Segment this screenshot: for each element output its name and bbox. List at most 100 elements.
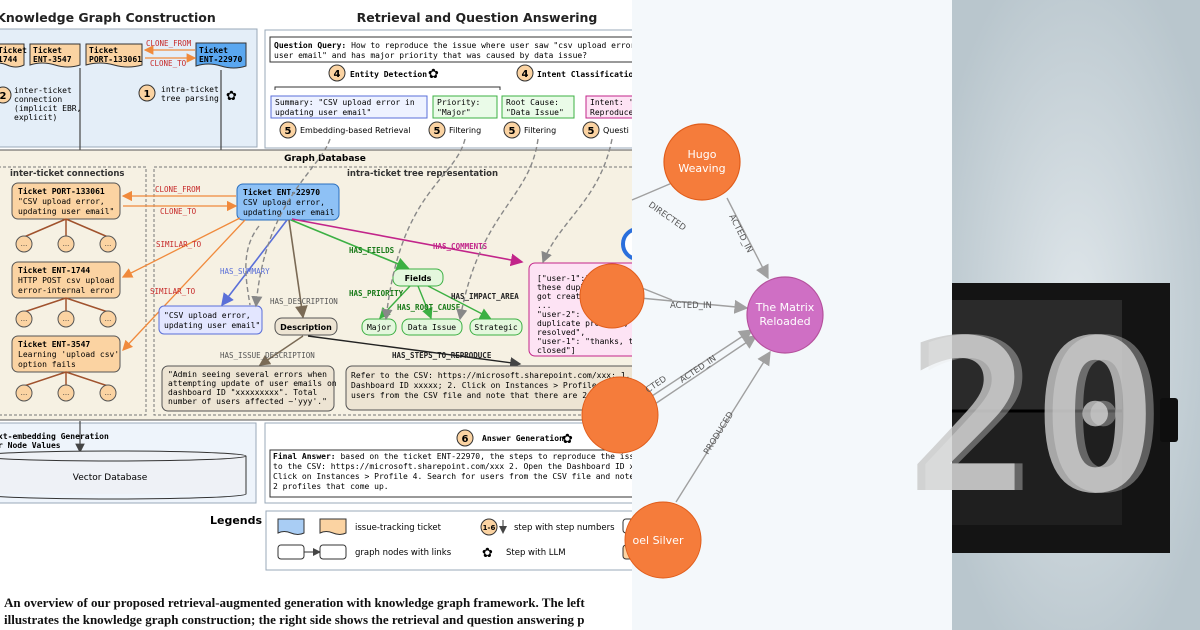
svg-text:Ticket: Ticket [89,45,118,55]
svg-text:Click on Instances > Profile 4: Click on Instances > Profile 4. Search f… [273,472,658,481]
svg-text:...: ... [63,389,70,397]
svg-text:Filtering: Filtering [524,126,556,135]
step-5-filter-priority: 5 Filtering [428,121,481,139]
rootcause-entity-box [501,95,575,119]
svg-text:users from the CSV file and no: users from the CSV file and note that th… [351,391,650,400]
svg-text:dashboard ID "xxxxxxxxx". Tota: dashboard ID "xxxxxxxxx". Total [168,388,317,397]
svg-text:Major: Major [367,323,391,332]
svg-text:6: 6 [462,434,469,445]
svg-text:HAS_FIELDS: HAS_FIELDS [349,246,395,255]
svg-text:Question Query: How to reprodu: Question Query: How to reproduce the iss… [274,40,660,50]
svg-text:Refer to the CSV: https://micr: Refer to the CSV: https://microsoft.shar… [351,371,650,380]
svg-text:Ticket ENT-22970: Ticket ENT-22970 [243,187,320,197]
step-5-question: 5 Questi [582,121,629,139]
svg-text:5: 5 [588,126,595,137]
svg-text:SIMILAR_TO: SIMILAR_TO [150,287,196,296]
svg-text:Reproduce: Reproduce [590,108,634,117]
svg-text:Data Issue: Data Issue [408,323,456,332]
svg-text:CSV upload error,: CSV upload error, [243,198,325,207]
llm-icon-entity: ✿ [428,67,439,82]
svg-text:Priority:: Priority: [437,98,480,107]
svg-text:HAS_PRIORITY: HAS_PRIORITY [349,289,404,298]
summary-entity-box [270,95,428,119]
svg-text:updating user email": updating user email" [275,108,371,117]
svg-text:HAS_ROOT_CAUSE: HAS_ROOT_CAUSE [397,303,461,312]
kgc-title: Knowledge Graph Construction [0,10,216,25]
field-leaf-data-issue [401,318,463,336]
svg-text:r Node Values: r Node Values [0,441,61,450]
node-partial-person-1[interactable] [579,263,645,329]
svg-text:got created?",: got created?", [537,292,604,301]
svg-text:5: 5 [509,126,516,137]
svg-text:user email" and has major prio: user email" and has major priority that … [274,51,587,60]
svg-text:4: 4 [522,69,529,80]
svg-text:Strategic: Strategic [474,323,518,332]
svg-text:...: ... [21,389,28,397]
svg-text:1-6: 1-6 [483,524,496,532]
ticket-port-133061: Ticket PORT-133061 [85,43,143,68]
svg-text:ENT-22970: ENT-22970 [199,55,243,64]
llm-icon-step1: ✿ [226,89,237,104]
svg-text:"user-1": "thanks, ti: "user-1": "thanks, ti [537,337,638,346]
svg-text:resolved",: resolved", [537,328,585,337]
step-6-answer: 6 Answer Generation ✿ [456,429,573,447]
step-4-entity: 4 Entity Detection ✿ [328,64,439,82]
svg-text:...: ... [63,240,70,248]
svg-text:ENT-3547: ENT-3547 [33,55,72,64]
caption-line-1: An overview of our proposed retrieval-au… [4,595,585,610]
svg-text:to the CSV: https://microsoft.: to the CSV: https://microsoft.sharepoint… [273,462,658,471]
priority-entity-box [432,95,498,119]
step-5-filter-root: 5 Filtering [503,121,556,139]
svg-text:Intent: ': Intent: ' [590,98,633,107]
svg-text:PORT-133061: PORT-133061 [89,55,142,64]
node-hugo-weaving[interactable] [663,123,741,201]
svg-text:1: 1 [144,89,151,100]
svg-text:...: ... [21,315,28,323]
graph-database-title: Graph Database [284,154,366,164]
svg-text:updating user email": updating user email" [18,207,114,216]
svg-text:...: ... [63,315,70,323]
child-nodes [15,218,117,402]
svg-text:"CSV upload error,: "CSV upload error, [18,197,105,206]
svg-text:Ticket ENT-1744: Ticket ENT-1744 [18,265,90,275]
svg-text:updating user email": updating user email" [164,321,260,330]
svg-text:intra-ticket tree representati: intra-ticket tree representation [347,169,498,179]
clone-to-label-top: CLONE_TO [150,59,187,68]
caption-line-2: illustrates the knowledge graph construc… [4,612,584,627]
svg-text:HAS_DESCRIPTION: HAS_DESCRIPTION [270,297,338,306]
svg-text:Entity Detection: Entity Detection [350,69,427,79]
node-partial-person-2[interactable] [581,376,659,454]
svg-text:SIMILAR_TO: SIMILAR_TO [156,240,202,249]
issue-description-node [161,365,335,412]
svg-text:HAS_ISSUE_DESCRIPTION: HAS_ISSUE_DESCRIPTION [220,351,315,360]
svg-text:Vector Database: Vector Database [73,473,148,483]
svg-text:duplicate profiles,: duplicate profiles, [537,319,629,328]
svg-text:Summary: "CSV upload error in: Summary: "CSV upload error in [275,98,415,107]
svg-text:Filtering: Filtering [449,126,481,135]
llm-icon-answer: ✿ [562,432,573,447]
svg-text:2: 2 [0,91,7,102]
svg-text:...: ... [105,315,112,323]
step-2-badge: 2 [0,86,12,104]
svg-text:Learning 'upload csv': Learning 'upload csv' [18,350,119,359]
summary-node [158,305,263,335]
svg-text:step with step numbers: step with step numbers [514,523,615,533]
svg-text:HAS_SUMMARY: HAS_SUMMARY [220,267,270,276]
svg-text:updating user email: updating user email [243,208,335,217]
description-node [274,317,338,336]
svg-text:Ticket: Ticket [33,45,62,55]
svg-text:1744: 1744 [0,55,17,64]
node-joel-silver-label: oel Silver [633,534,684,547]
llm-icon-legend: ✿ [482,546,493,561]
node-the-matrix-reloaded[interactable] [746,276,824,354]
step-4-intent: 4 Intent Classification [516,64,638,82]
svg-text:issue-tracking ticket: issue-tracking ticket [355,523,442,533]
svg-text:"Admin seeing several errors w: "Admin seeing several errors when [168,370,327,379]
node-joel-silver[interactable] [624,501,702,579]
photo-panel: 20 20 [906,0,1200,630]
svg-text:connection: connection [14,95,62,104]
svg-text:inter-ticket: inter-ticket [14,86,72,95]
